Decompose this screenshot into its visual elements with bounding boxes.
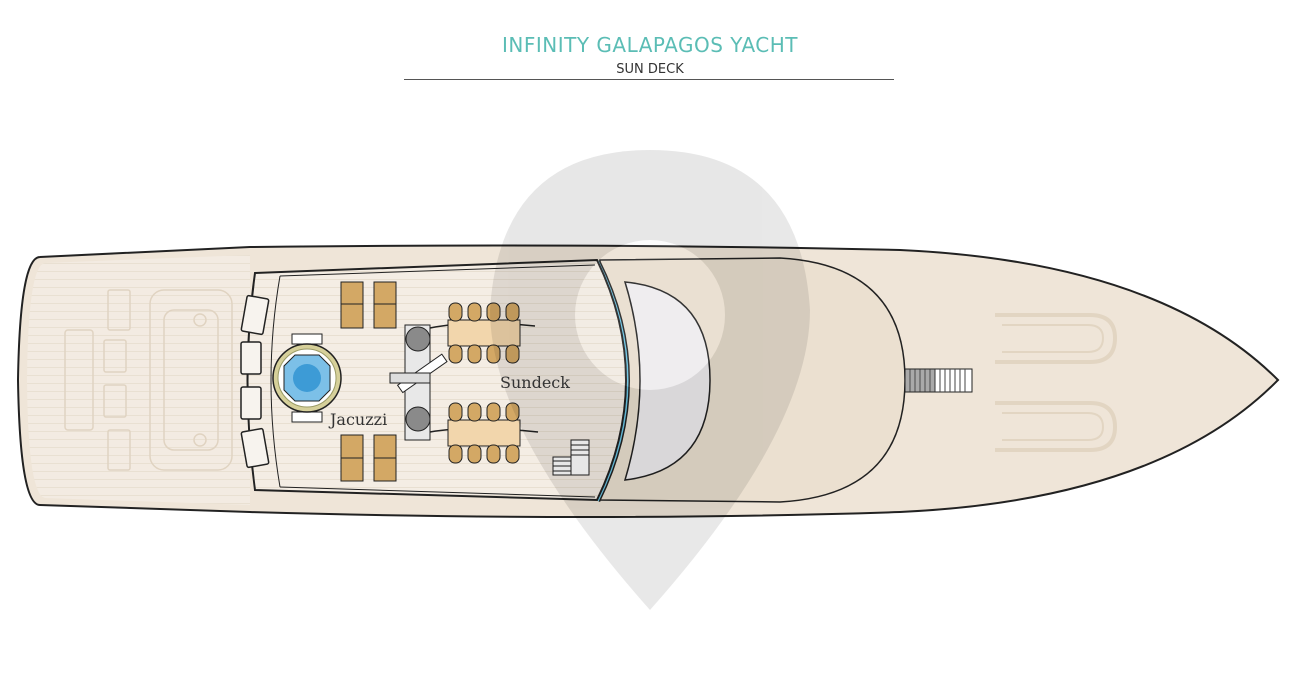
sun-loungers (340, 281, 397, 482)
dining-table-bottom (429, 402, 539, 464)
aft-fixtures (64, 289, 233, 471)
dining-table-top (429, 302, 536, 364)
diagram-title: INFINITY GALAPAGOS YACHT (502, 33, 798, 57)
title-divider (404, 79, 894, 80)
map-pin-icon (490, 150, 810, 610)
jacuzzi-label: Jacuzzi (328, 410, 387, 429)
bow-hatch (904, 368, 973, 393)
bar-stools (389, 324, 448, 441)
stairs-icon (552, 439, 590, 476)
deck-rail-aft (270, 275, 281, 488)
jacuzzi (272, 333, 342, 423)
deck-rail-bottom (279, 486, 596, 498)
aft-windows (240, 294, 270, 469)
deck-rail-top (279, 264, 596, 277)
aft-deck (27, 255, 250, 505)
tender-boats (995, 313, 1118, 452)
deck-subtitle: SUN DECK (616, 62, 684, 77)
radar-dome (623, 281, 711, 481)
sundeck-label: Sundeck (500, 373, 570, 392)
